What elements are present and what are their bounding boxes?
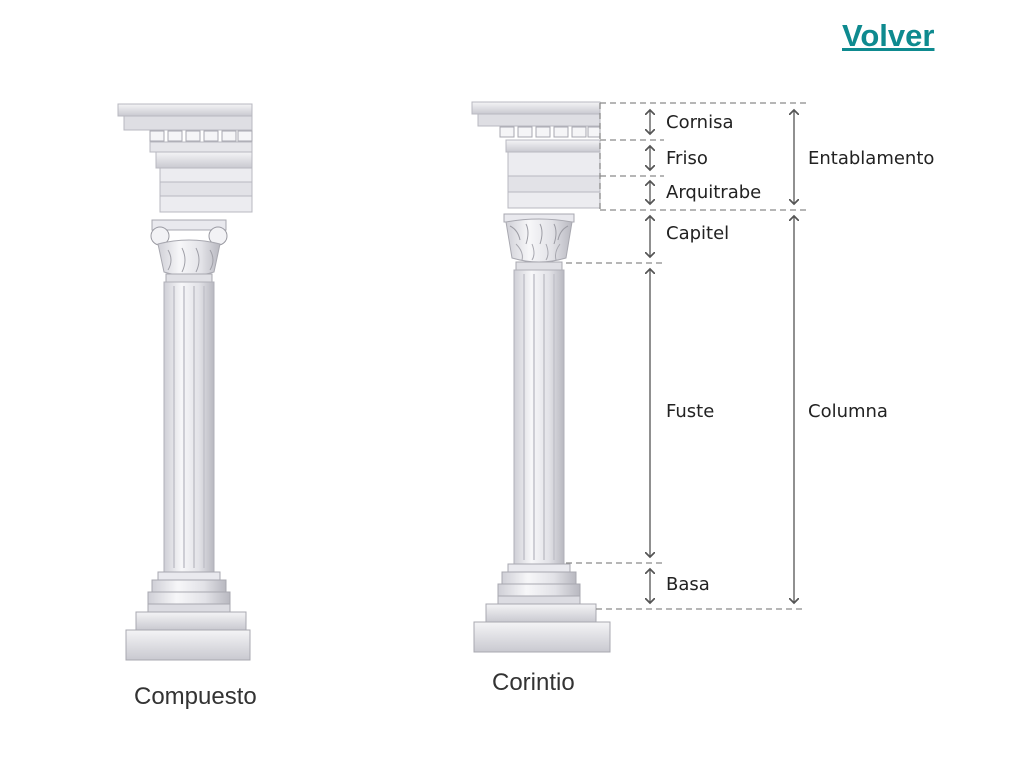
label-arquitrabe: Arquitrabe xyxy=(666,182,761,203)
compuesto-column-illustration xyxy=(117,103,253,661)
compuesto-caption: Compuesto xyxy=(134,683,257,710)
corintio-column-illustration xyxy=(471,101,611,653)
corintio-shaft xyxy=(513,261,565,565)
corintio-caption: Corintio xyxy=(492,669,575,696)
volver-link[interactable]: Volver xyxy=(842,18,935,53)
compuesto-base xyxy=(125,571,251,661)
corintio-entablature xyxy=(471,101,601,209)
dimension-guides xyxy=(566,102,806,610)
label-entablamento: Entablamento xyxy=(808,148,934,169)
compuesto-entablature xyxy=(117,103,253,213)
compuesto-capital xyxy=(150,219,228,277)
label-basa: Basa xyxy=(666,574,710,595)
compuesto-shaft xyxy=(163,273,215,573)
label-cornisa: Cornisa xyxy=(666,112,733,133)
corintio-capital xyxy=(503,213,575,263)
label-fuste: Fuste xyxy=(666,401,714,422)
label-friso: Friso xyxy=(666,148,708,169)
label-columna: Columna xyxy=(808,401,888,422)
label-capitel: Capitel xyxy=(666,223,729,244)
corintio-base xyxy=(473,563,611,653)
